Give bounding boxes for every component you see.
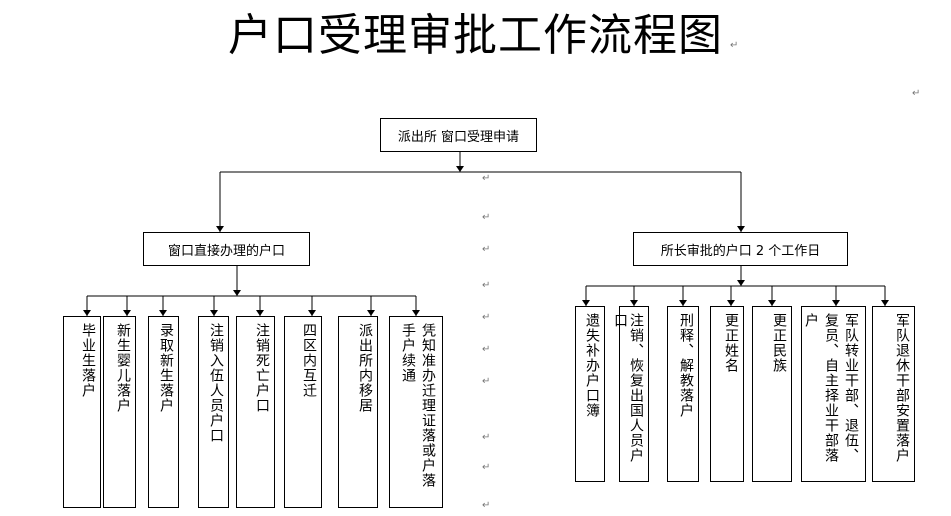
paragraph-mark: ↵: [482, 500, 491, 511]
leaf-node: 遗失补办户口簿: [575, 306, 605, 482]
paragraph-mark: ↵: [482, 432, 491, 443]
leaf-node: 刑释、解教落户: [667, 306, 699, 482]
paragraph-mark: ↵: [912, 88, 921, 99]
paragraph-mark: ↵: [482, 376, 491, 387]
diagram-title: 户口受理审批工作流程图: [228, 10, 723, 61]
paragraph-mark: ↵: [482, 173, 491, 184]
root-node: 派出所 窗口受理申请: [380, 118, 537, 152]
paragraph-mark: ↵: [482, 280, 491, 291]
leaf-node: 更正民族: [752, 306, 792, 482]
paragraph-mark: ↵: [482, 344, 491, 355]
paragraph-mark: ↵: [482, 244, 491, 255]
leaf-node: 派出所内移居: [338, 316, 378, 508]
paragraph-mark: ↵: [730, 40, 739, 51]
leaf-node: 录取新生落户: [148, 316, 179, 508]
leaf-node: 军队退休干部安置落户: [872, 306, 915, 482]
leaf-node: 军队转业干部、退伍、复员、自主择业干部落户: [801, 306, 866, 482]
leaf-node: 注销死亡户口: [236, 316, 275, 508]
paragraph-mark: ↵: [482, 462, 491, 473]
branch-node-window: 窗口直接办理的户口: [143, 232, 310, 266]
paragraph-mark: ↵: [482, 312, 491, 323]
leaf-node: 凭知准办迁理证落或户落手户续通: [389, 316, 443, 508]
paragraph-mark: ↵: [482, 212, 491, 223]
leaf-node: 注销、恢复出国人员户口: [612, 306, 649, 482]
branch-node-approval: 所长审批的户口 2 个工作日: [633, 232, 848, 266]
leaf-node: 新生婴儿落户: [103, 316, 136, 508]
leaf-node: 更正姓名: [710, 306, 744, 482]
leaf-node: 毕业生落户: [63, 316, 101, 508]
leaf-node: 注销入伍人员户口: [198, 316, 229, 508]
leaf-node: 四区内互迁: [284, 316, 322, 508]
